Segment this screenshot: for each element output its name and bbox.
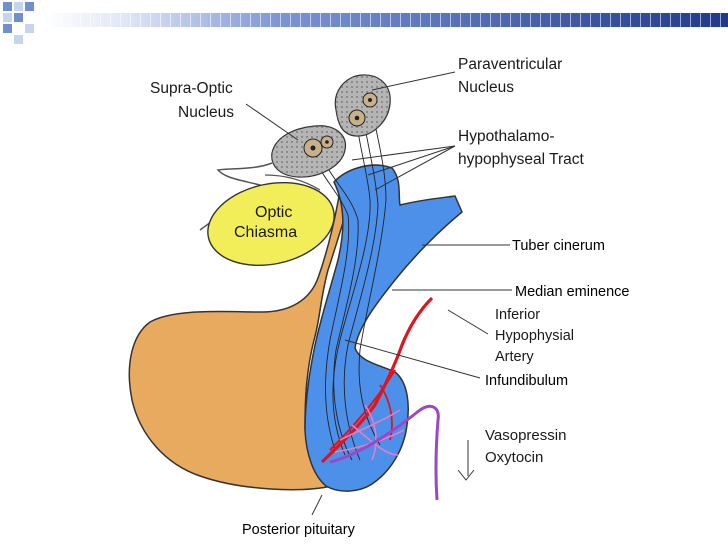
label-artery: Artery: [495, 349, 534, 365]
label-inferior: Inferior: [495, 307, 540, 323]
optic-chiasma: [207, 181, 335, 267]
label-hypothalamo: Hypothalamo-: [458, 128, 555, 145]
label-oxytocin: Oxytocin: [485, 449, 543, 466]
label-supra-optic: Supra-Optic: [150, 80, 233, 97]
label-hypophysial: Hypophysial: [495, 328, 574, 344]
label-hypophyseal-tract: hypophyseal Tract: [458, 151, 584, 168]
corner-squares-decoration: [3, 2, 34, 44]
paraventricular-nucleus: [334, 74, 391, 137]
label-paraventricular-nucleus: Nucleus: [458, 79, 514, 96]
vein: [329, 404, 440, 501]
posterior-pituitary-region: [304, 164, 463, 492]
label-pointers: [245, 71, 512, 516]
label-optic: Optic: [255, 204, 292, 221]
hypothalamo-hypophyseal-tract: [317, 109, 387, 461]
supra-optic-nucleus: [271, 125, 346, 178]
label-posterior-pituitary: Posterior pituitary: [242, 522, 356, 538]
label-vasopressin: Vasopressin: [485, 427, 566, 444]
label-supra-optic-nucleus: Nucleus: [178, 104, 234, 121]
labels: Supra-Optic Nucleus Paraventricular Nucl…: [150, 56, 629, 538]
label-median-eminence: Median eminence: [515, 284, 629, 300]
label-tuber-cinerum: Tuber cinerum: [512, 238, 605, 254]
label-infundibulum: Infundibulum: [485, 373, 568, 389]
anterior-pituitary: [128, 183, 357, 491]
slide-banner: [44, 13, 728, 27]
label-paraventricular: Paraventricular: [458, 56, 562, 73]
label-chiasma: Chiasma: [234, 224, 297, 241]
